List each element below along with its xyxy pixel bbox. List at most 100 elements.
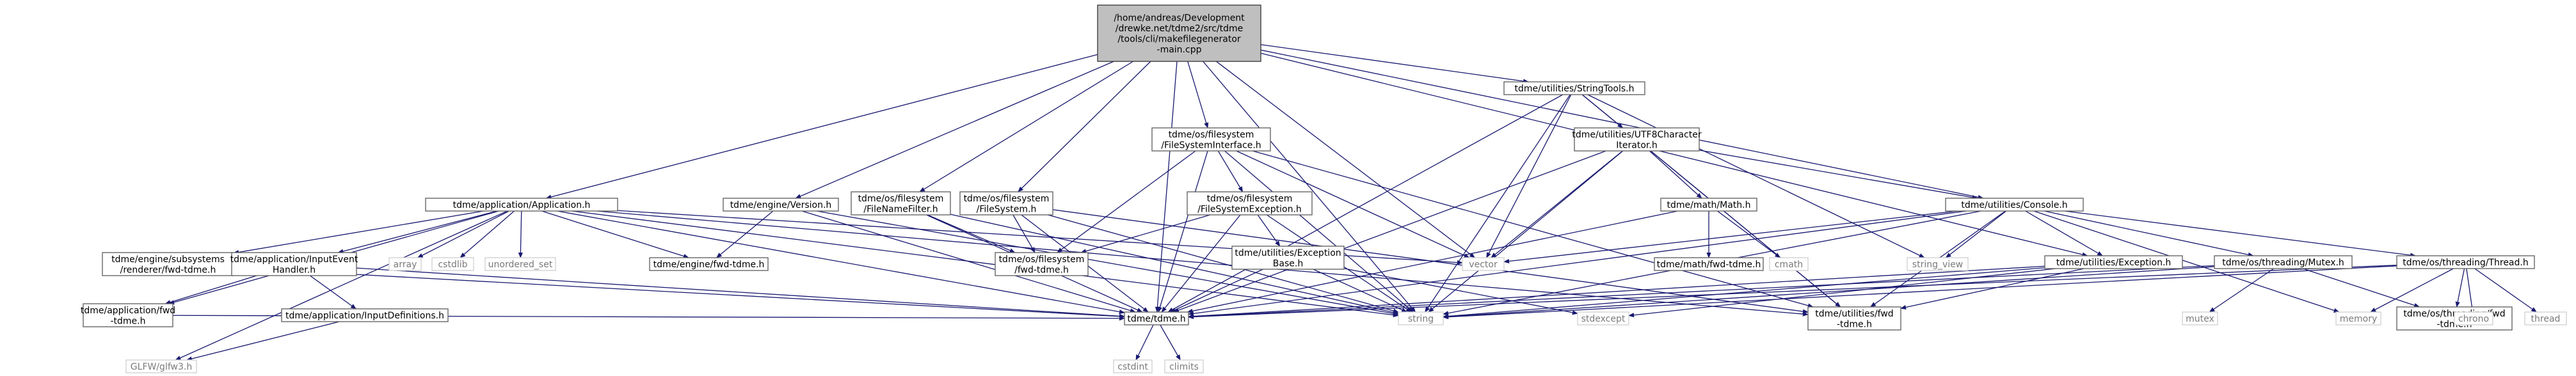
node-appfwd[interactable]: tdme/application/fwd-tdme.h bbox=[81, 303, 175, 327]
node-stringtools[interactable]: tdme/utilities/StringTools.h bbox=[1503, 81, 1645, 95]
node-label-line: tdme/os/filesystem bbox=[964, 194, 1050, 204]
edge-version-to-string bbox=[817, 210, 1399, 316]
node-console[interactable]: tdme/utilities/Console.h bbox=[1945, 198, 2084, 212]
node-filenamefilter[interactable]: tdme/os/filesystem/FileNameFilter.h bbox=[851, 191, 951, 215]
edge-fsexception-to-fsfwd bbox=[1080, 214, 1211, 254]
node-label-line: -tdme.h bbox=[1837, 319, 1872, 329]
node-box bbox=[1231, 246, 1345, 270]
edge-application-to-array bbox=[417, 210, 509, 258]
edge-filesystem-to-fsfwd bbox=[1012, 214, 1036, 253]
node-label-line: cstdlib bbox=[438, 260, 467, 270]
node-box bbox=[1113, 359, 1153, 373]
node-inputdefs[interactable]: tdme/application/InputDefinitions.h bbox=[281, 308, 449, 322]
node-label-line: tdme/tdme.h bbox=[1127, 314, 1185, 324]
node-label-line: tdme/utilities/Exception bbox=[1235, 248, 1341, 258]
edge-layer bbox=[164, 44, 2538, 361]
node-box bbox=[1503, 81, 1645, 95]
edge-utf8-to-math bbox=[1649, 150, 1702, 199]
node-subsystems[interactable]: tdme/engine/subsystems/renderer/fwd-tdme… bbox=[102, 252, 234, 276]
node-version[interactable]: tdme/engine/Version.h bbox=[723, 198, 839, 212]
edge-fsinterface-to-fsfwd bbox=[1057, 150, 1196, 253]
node-box bbox=[959, 191, 1053, 215]
node-climits: climits bbox=[1164, 359, 1204, 373]
node-main[interactable]: /home/andreas/Development/drewke.net/tdm… bbox=[1097, 4, 1261, 62]
node-label-line: tdme/os/filesystem bbox=[858, 194, 944, 204]
node-tdme[interactable]: tdme/tdme.h bbox=[1124, 311, 1189, 325]
node-label-line: GLFW/glfw3.h bbox=[131, 362, 192, 372]
node-label-line: /fwd-tdme.h bbox=[1014, 265, 1069, 275]
edge-main-to-application bbox=[545, 54, 1098, 200]
node-glfw: GLFW/glfw3.h bbox=[125, 359, 197, 373]
node-box bbox=[1462, 257, 1505, 271]
node-label-line: /renderer/fwd-tdme.h bbox=[120, 265, 216, 275]
edge-utf8-to-tdme bbox=[1172, 150, 1606, 313]
node-label-line: climits bbox=[1169, 362, 1199, 372]
node-cmath: cmath bbox=[1769, 257, 1809, 271]
node-fsexception[interactable]: tdme/os/filesystem/FileSystemException.h bbox=[1187, 191, 1313, 215]
node-label-line: string bbox=[1408, 314, 1434, 324]
node-utilfwd[interactable]: tdme/utilities/fwd-tdme.h bbox=[1807, 306, 1901, 331]
node-stdexcept: stdexcept bbox=[1577, 311, 1629, 325]
node-box bbox=[388, 257, 422, 271]
node-label-line: tdme/utilities/UTF8Character bbox=[1572, 130, 1701, 140]
edge-application-to-unordered_set bbox=[518, 210, 523, 258]
node-label-line: tdme/engine/subsystems bbox=[111, 255, 225, 265]
node-mutex[interactable]: tdme/os/threading/Mutex.h bbox=[2214, 255, 2353, 269]
edge-subsystems-to-tdme bbox=[233, 267, 1125, 319]
node-label-line: tdme/math/Math.h bbox=[1667, 200, 1751, 210]
edge-exception-to-utilfwd bbox=[1900, 268, 2084, 310]
node-box bbox=[995, 252, 1089, 276]
edge-fsinterface-to-vector bbox=[1236, 150, 1470, 258]
edge-application-to-subsystems bbox=[233, 210, 484, 255]
node-unordered_set: unordered_set bbox=[484, 257, 556, 271]
edge-main-to-vector bbox=[1216, 61, 1476, 258]
edge-version-to-tdme bbox=[801, 210, 1136, 313]
node-threadsys: thread bbox=[2524, 311, 2567, 325]
node-filesystem[interactable]: tdme/os/filesystem/FileSystem.h bbox=[959, 191, 1053, 215]
node-fsinterface[interactable]: tdme/os/filesystem/FileSystemInterface.h bbox=[1151, 127, 1271, 152]
edge-stringtools-to-string_view bbox=[1587, 94, 1925, 258]
node-label-line: tdme/application/Application.h bbox=[453, 200, 591, 210]
edge-utf8-to-console bbox=[1699, 150, 1978, 200]
node-application[interactable]: tdme/application/Application.h bbox=[425, 198, 618, 212]
node-memory: memory bbox=[2335, 311, 2381, 325]
edge-thread-to-chrono bbox=[2466, 268, 2475, 313]
edge-main-to-exception bbox=[1260, 52, 2088, 257]
node-mathfwd[interactable]: tdme/math/fwd-tdme.h bbox=[1654, 257, 1764, 271]
node-box bbox=[1577, 311, 1629, 325]
node-enginefwd[interactable]: tdme/engine/fwd-tdme.h bbox=[649, 257, 769, 271]
node-label-line: cstdint bbox=[1117, 362, 1148, 372]
edge-exceptionbase-to-tdme bbox=[1169, 269, 1263, 313]
node-math[interactable]: tdme/math/Math.h bbox=[1660, 198, 1757, 212]
node-label-line: /FileSystemInterface.h bbox=[1161, 140, 1261, 150]
node-label-line: tdme/os/filesystem bbox=[999, 255, 1085, 265]
node-box bbox=[851, 191, 951, 215]
node-label-line: Base.h bbox=[1273, 258, 1303, 269]
node-label-line: tdme/engine/fwd-tdme.h bbox=[653, 260, 765, 270]
edge-thread-to-threadsys bbox=[2474, 268, 2538, 313]
node-box bbox=[1945, 198, 2084, 212]
edge-console-to-thread bbox=[2064, 210, 2417, 258]
edge-exceptionbase-to-stdexcept bbox=[1343, 268, 1578, 315]
edge-application-to-enginefwd bbox=[541, 210, 689, 258]
node-fsfwd[interactable]: tdme/os/filesystem/fwd-tdme.h bbox=[995, 252, 1089, 276]
node-label-line: thread bbox=[2531, 314, 2561, 324]
node-label-line: tdme/engine/Version.h bbox=[730, 200, 832, 210]
node-box bbox=[2182, 311, 2218, 325]
node-thread[interactable]: tdme/os/threading/Thread.h bbox=[2396, 255, 2535, 269]
edge-thread-to-memory bbox=[2370, 268, 2454, 313]
edge-thread-to-threadfwd bbox=[2455, 268, 2465, 308]
node-label-line: cmath bbox=[1775, 260, 1803, 270]
edge-fsexception-to-tdme bbox=[1161, 214, 1241, 313]
node-exception[interactable]: tdme/utilities/Exception.h bbox=[2044, 255, 2183, 269]
edge-application-to-tdme bbox=[557, 210, 1125, 315]
edge-main-to-fsinterface bbox=[1187, 61, 1209, 129]
node-label-line: stdexcept bbox=[1581, 314, 1626, 324]
edge-version-to-enginefwd bbox=[716, 210, 774, 258]
edge-mutex-to-mutexsys bbox=[2209, 268, 2275, 313]
node-box bbox=[281, 308, 449, 322]
edge-application-to-glfw bbox=[175, 210, 508, 361]
